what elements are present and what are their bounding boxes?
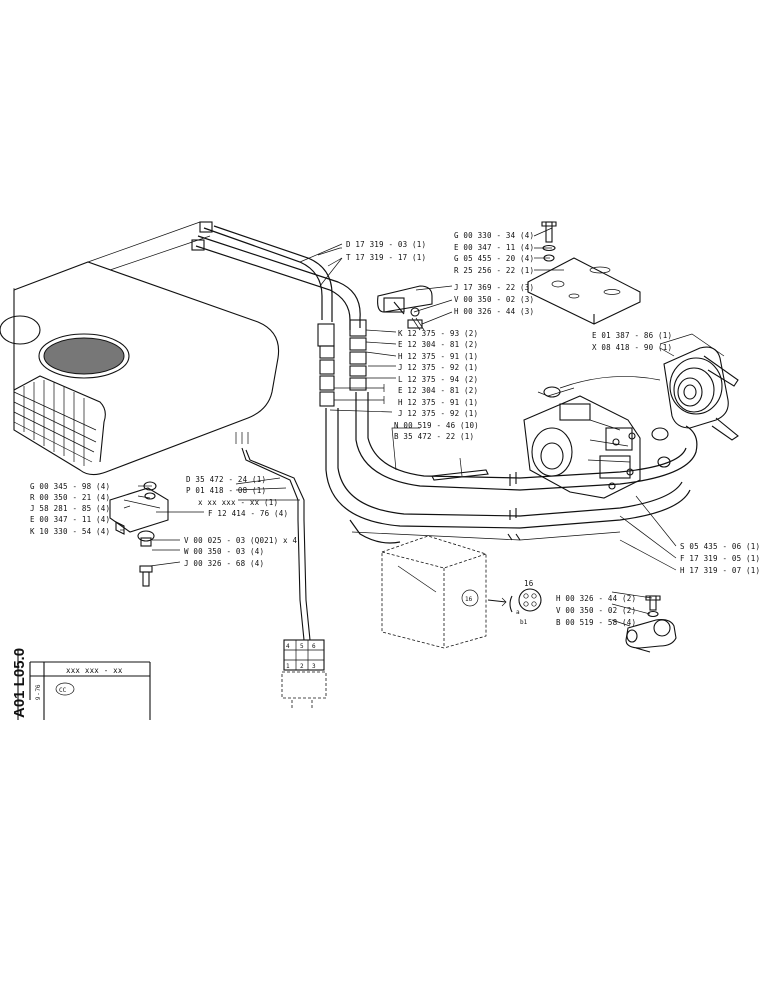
part-label: J 12 375 - 92 (1)	[398, 363, 478, 372]
part-label: J 58 281 - 85 (4)	[30, 504, 110, 513]
title-block: xxx xxx - xx CC 9 - 76 A01 L05.0	[11, 648, 151, 720]
cc-mark: CC	[59, 687, 67, 694]
labels-top-right-bracket: G 00 330 - 34 (4) E 00 347 - 11 (4) G 05…	[454, 231, 534, 275]
part-label: R 25 256 - 22 (1)	[454, 266, 534, 275]
part-label: V 00 025 - 03 (Q021) x 4	[184, 536, 297, 545]
part-label: B 00 519 - 58 (4)	[556, 618, 636, 627]
part-label: G 05 455 - 20 (4)	[454, 254, 534, 263]
part-label: D 35 472 - 24 (1)	[186, 475, 266, 484]
part-label: H 17 319 - 07 (1)	[680, 566, 760, 575]
part-label: K 12 375 - 93 (2)	[398, 329, 478, 338]
part-label: N 00 519 - 46 (10)	[394, 421, 479, 430]
compressor	[523, 395, 671, 499]
part-label: x xx xxx - xx (1)	[198, 498, 278, 507]
part-label: J 00 326 - 68 (4)	[184, 559, 264, 568]
part-label: R 00 350 - 21 (4)	[30, 493, 110, 502]
labels-left-bracket: G 00 345 - 98 (4) R 00 350 - 21 (4) J 58…	[30, 482, 110, 536]
drawing-code: A01 L05.0	[11, 648, 28, 718]
svg-text:6: 6	[312, 643, 316, 650]
svg-text:1: 1	[286, 663, 290, 670]
top-pipes	[191, 221, 361, 330]
part-label: J 17 369 - 22 (3)	[454, 283, 534, 292]
svg-text:a: a	[516, 609, 520, 616]
control-box	[381, 535, 487, 649]
part-label: B 35 472 - 22 (1)	[394, 432, 474, 441]
labels-fittings: K 12 375 - 93 (2) E 12 304 - 81 (2) H 12…	[394, 329, 479, 441]
part-label: E 01 387 - 86 (1)	[592, 331, 672, 340]
mounting-plate-top-right	[527, 221, 641, 325]
part-label: G 00 330 - 34 (4)	[454, 231, 534, 240]
labels-clamp-top: J 17 369 - 22 (3) V 00 350 - 02 (3) H 00…	[454, 283, 534, 316]
part-label: E 12 304 - 81 (2)	[398, 340, 478, 349]
svg-text:3: 3	[312, 663, 316, 670]
part-label: L 12 375 - 94 (2)	[398, 375, 478, 384]
evaporator-unit	[0, 221, 280, 476]
part-label: K 10 330 - 54 (4)	[30, 527, 110, 536]
svg-text:2: 2	[300, 663, 304, 670]
part-label: P 01 418 - 08 (1)	[186, 486, 266, 495]
part-label: D 17 319 - 03 (1)	[346, 240, 426, 249]
part-label: V 00 350 - 02 (2)	[556, 606, 636, 615]
part-label: W 00 350 - 03 (4)	[184, 547, 264, 556]
part-label: H 12 375 - 91 (1)	[398, 352, 478, 361]
drive-belt	[431, 457, 489, 481]
labels-top-hoses: D 17 319 - 03 (1) T 17 319 - 17 (1)	[346, 240, 426, 262]
hose-clamp-bottom	[625, 595, 677, 653]
part-label: V 00 350 - 02 (3)	[454, 295, 534, 304]
main-hoses	[325, 392, 698, 544]
part-label: S 05 435 - 06 (1)	[680, 542, 760, 551]
wiring-harness: 4 5 6 1 2 3	[235, 432, 327, 708]
part-label: H 00 326 - 44 (3)	[454, 307, 534, 316]
connector-detail: b1 a	[487, 588, 542, 626]
labels-wiring: D 35 472 - 24 (1) P 01 418 - 08 (1) x xx…	[186, 475, 288, 518]
hose-fittings	[317, 319, 367, 407]
reference-box-text: xxx xxx - xx	[66, 666, 123, 675]
leader-lines	[120, 227, 725, 627]
part-label: H 12 375 - 91 (1)	[398, 398, 478, 407]
labels-clamp-bottom: H 00 326 - 44 (2) V 00 350 - 02 (2) B 00…	[556, 594, 636, 627]
svg-text:b1: b1	[520, 619, 528, 626]
part-label: G 00 345 - 98 (4)	[30, 482, 110, 491]
left-mount-bracket	[109, 481, 169, 587]
svg-text:5: 5	[300, 643, 304, 650]
magnetic-clutch	[537, 346, 739, 441]
part-label: T 17 319 - 17 (1)	[346, 253, 426, 262]
part-label: E 12 304 - 81 (2)	[398, 386, 478, 395]
connector-pin-label: 16	[524, 579, 534, 588]
part-label: X 08 418 - 90 (1)	[592, 343, 672, 352]
part-label: F 12 414 - 76 (4)	[208, 509, 288, 518]
part-label: E 00 347 - 11 (4)	[30, 515, 110, 524]
part-label: F 17 319 - 05 (1)	[680, 554, 760, 563]
part-label: J 12 375 - 92 (1)	[398, 409, 478, 418]
drawing-date: 9 - 76	[36, 684, 42, 700]
svg-text:4: 4	[286, 643, 290, 650]
part-label: H 00 326 - 44 (2)	[556, 594, 636, 603]
labels-clutch: E 01 387 - 86 (1) X 08 418 - 90 (1)	[592, 331, 672, 352]
labels-mount-bolts: V 00 025 - 03 (Q021) x 4 W 00 350 - 03 (…	[184, 536, 297, 568]
labels-compressor: S 05 435 - 06 (1) F 17 319 - 05 (1) H 17…	[680, 542, 760, 575]
part-label: E 00 347 - 11 (4)	[454, 243, 534, 252]
connector-pin-label: 16	[465, 596, 473, 603]
